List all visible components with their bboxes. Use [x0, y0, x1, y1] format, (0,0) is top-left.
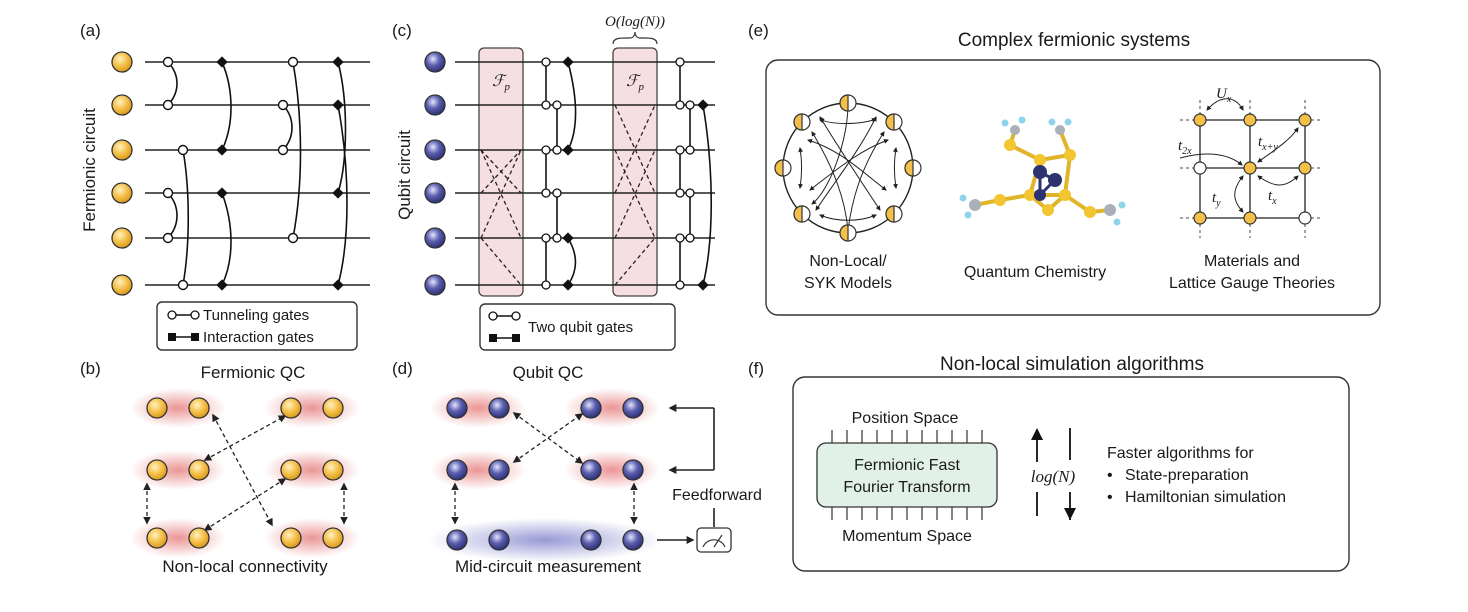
- fswap-dashes: [480, 104, 656, 286]
- legend-interaction-label: Interaction gates: [203, 329, 314, 346]
- syk-label-line2: SYK Models: [804, 275, 892, 292]
- panel-e: (e) Complex fermionic systems: [748, 21, 1381, 316]
- panel-d-label: (d): [392, 359, 413, 378]
- molecule-diagram: [959, 116, 1126, 226]
- measurement-meter-icon: [696, 527, 732, 553]
- qubit-circuit-title: Qubit circuit: [395, 130, 414, 220]
- legend-tunneling-label: Tunneling gates: [203, 307, 309, 324]
- connectivity-arrows-b: [143, 413, 348, 531]
- feedforward-lines: [657, 404, 715, 544]
- lattice-ty: ty: [1212, 190, 1221, 209]
- panel-e-label: (e): [748, 21, 769, 40]
- qubit-wires: [455, 61, 715, 286]
- non-local-algorithms-title: Non-local simulation algorithms: [940, 354, 1204, 375]
- legend-a: Tunneling gates Interaction gates: [156, 301, 358, 351]
- depth-brace: [612, 31, 658, 45]
- lattice-ux: Ux: [1216, 86, 1232, 105]
- fft-label-line1: Fermionic Fast: [854, 457, 960, 474]
- connectivity-arrows-d: [451, 412, 638, 525]
- two-qubit-gates-c: [541, 56, 713, 291]
- fft-box: [816, 442, 998, 508]
- bullet-hamiltonian-simulation: Hamiltonian simulation: [1125, 489, 1286, 506]
- qubit-sites-d: [446, 397, 644, 551]
- lattice-txy: tx+y: [1258, 134, 1278, 153]
- tunneling-gates-a: [162, 56, 302, 291]
- panel-a: (a) Fermionic circuit: [80, 21, 370, 351]
- fermion-sites-a: [111, 51, 133, 296]
- depth-note: O(log(N)): [605, 14, 665, 30]
- bullet-marker-1: •: [1107, 467, 1113, 484]
- lattice-tx: tx: [1268, 188, 1277, 207]
- panel-b: (b) Fermionic QC: [80, 359, 360, 576]
- fft-label-line2: Fourier Transform: [843, 479, 970, 496]
- momentum-space-label: Momentum Space: [842, 528, 972, 545]
- materials-label-line2: Lattice Gauge Theories: [1169, 275, 1335, 292]
- position-space-label: Position Space: [852, 410, 959, 427]
- materials-label-line1: Materials and: [1204, 253, 1300, 270]
- legend-two-qubit-label: Two qubit gates: [528, 319, 633, 336]
- syk-model-diagram: [774, 94, 922, 242]
- algorithms-box: [792, 376, 1350, 572]
- panel-a-label: (a): [80, 21, 101, 40]
- faster-algorithms-title: Faster algorithms for: [1107, 445, 1254, 462]
- non-local-connectivity-caption: Non-local connectivity: [162, 557, 328, 576]
- complex-systems-title: Complex fermionic systems: [958, 30, 1190, 51]
- bullet-state-preparation: State-preparation: [1125, 467, 1249, 484]
- fswap-block-2: [612, 47, 658, 297]
- scaling-arrows: [1031, 428, 1076, 520]
- syk-label-line1: Non-Local/: [809, 253, 887, 270]
- panel-c: (c) Qubit circuit ℱp ℱp O(log(N)): [392, 14, 715, 351]
- mid-circuit-measurement-caption: Mid-circuit measurement: [455, 557, 641, 576]
- fermion-sites-b: [146, 397, 344, 549]
- bullet-marker-2: •: [1107, 489, 1113, 506]
- qubit-sites-c: [424, 51, 446, 296]
- log-n-label: log(N): [1031, 467, 1076, 486]
- panel-d: (d) Qubit QC: [392, 359, 762, 576]
- lattice-diagram: Ux t2x tx+y ty tx: [1178, 86, 1322, 238]
- panel-f-label: (f): [748, 359, 764, 378]
- panel-c-label: (c): [392, 21, 412, 40]
- panel-b-label: (b): [80, 359, 101, 378]
- fermionic-wires: [145, 61, 370, 286]
- panel-f: (f) Non-local simulation algorithms Posi…: [748, 354, 1350, 572]
- interaction-gates-a: [216, 56, 348, 291]
- fermionic-circuit-title: Fermionic circuit: [80, 108, 99, 232]
- feedforward-label: Feedforward: [672, 487, 762, 504]
- lattice-t2x: t2x: [1178, 138, 1192, 157]
- complex-systems-box: [765, 59, 1381, 316]
- quantum-chemistry-label: Quantum Chemistry: [964, 264, 1106, 281]
- fermionic-qc-title: Fermionic QC: [201, 363, 306, 382]
- qubit-qc-title: Qubit QC: [513, 363, 584, 382]
- legend-c: Two qubit gates: [479, 303, 676, 351]
